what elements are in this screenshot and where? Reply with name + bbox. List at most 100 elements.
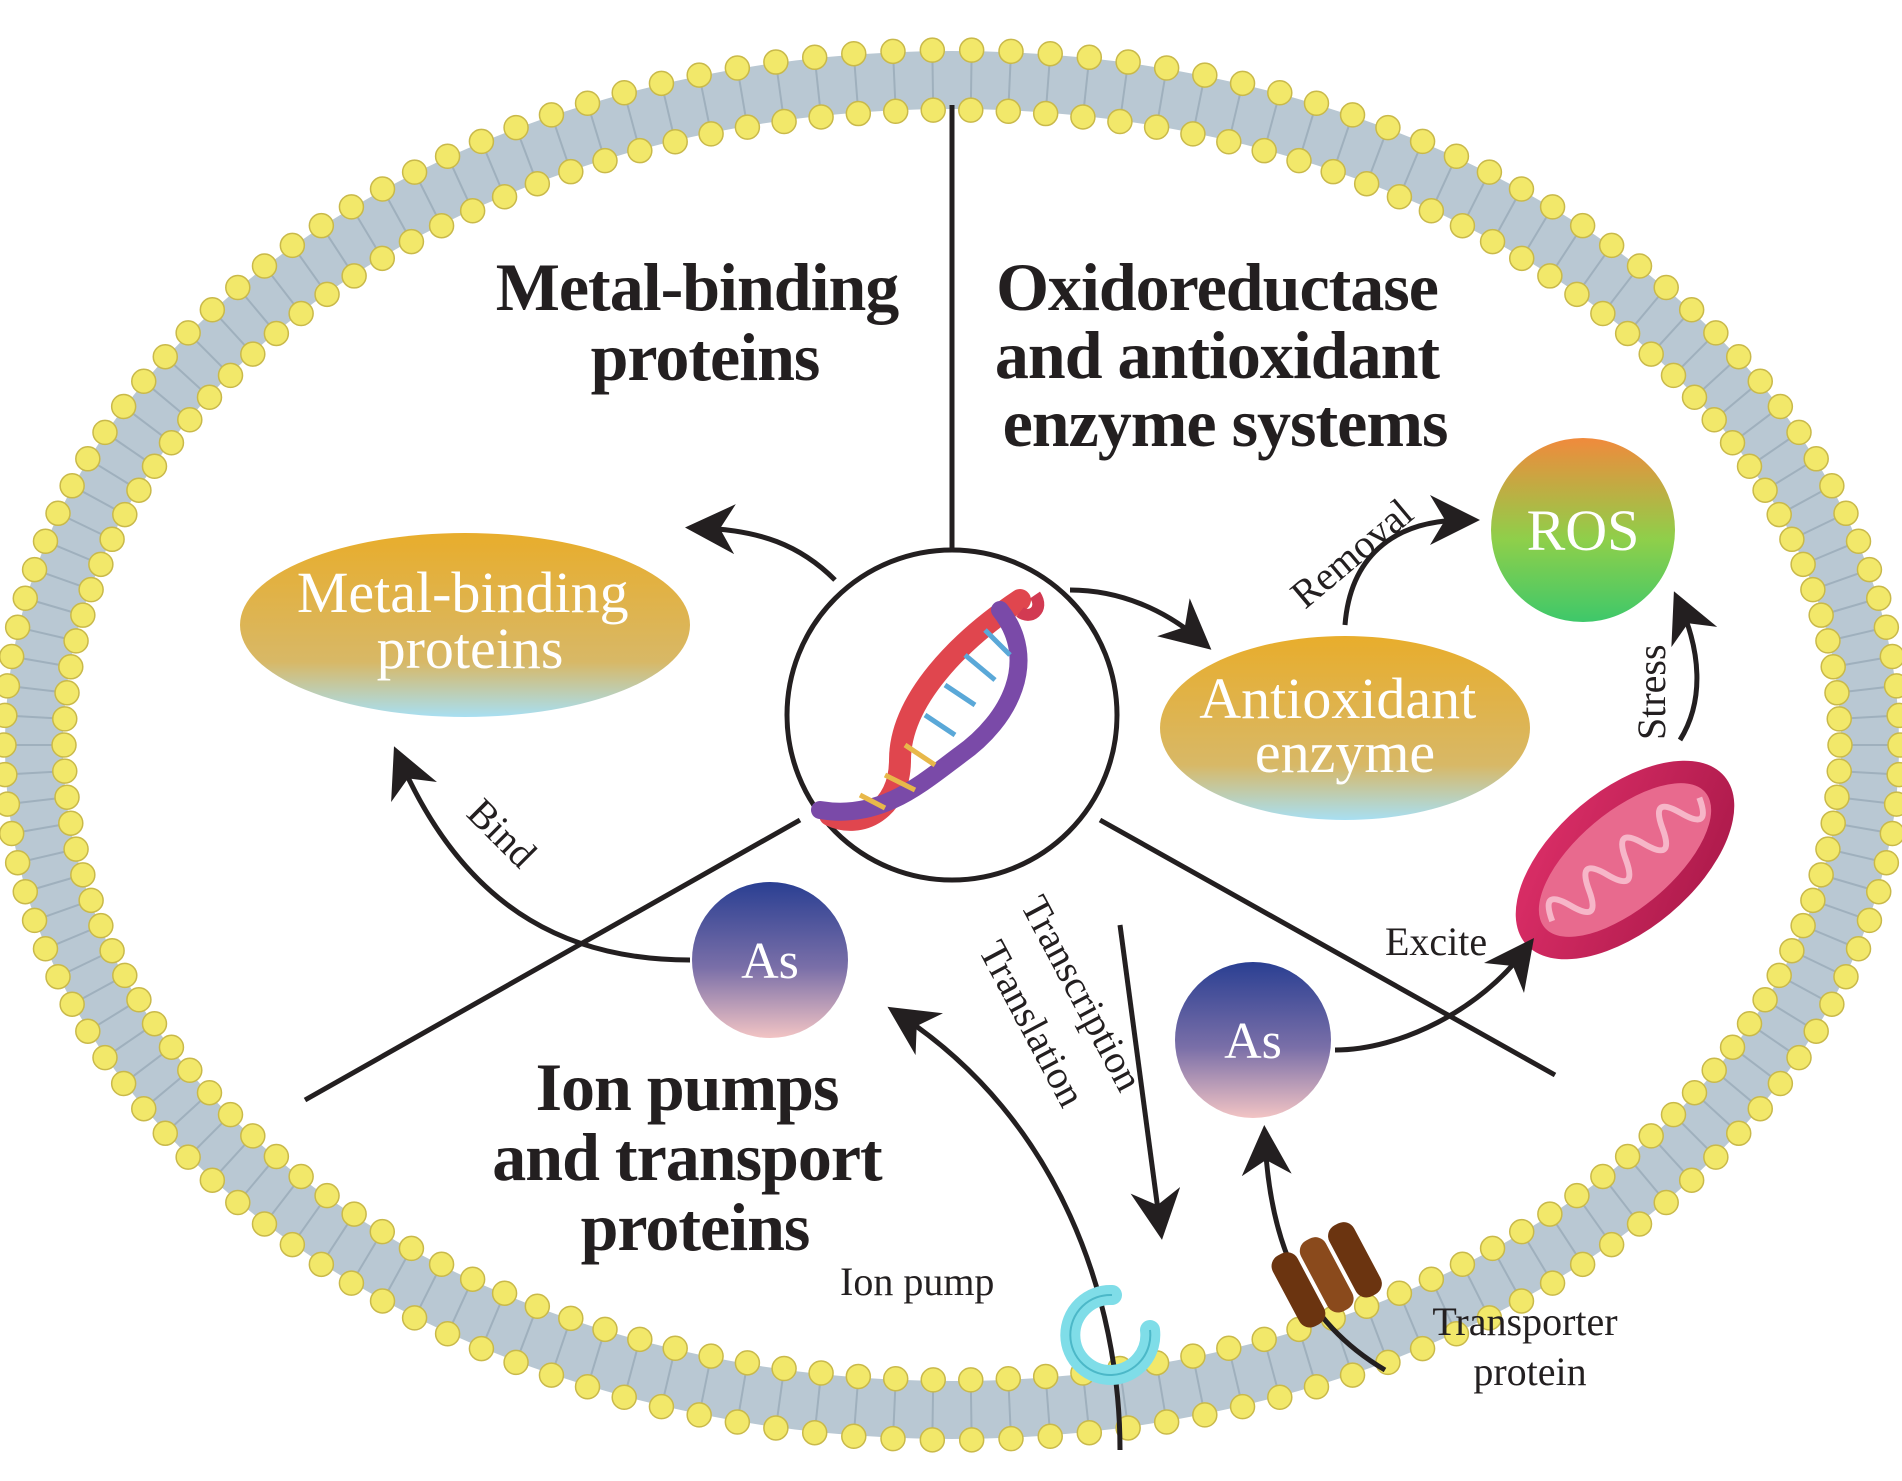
transporter-protein-icon <box>1271 1222 1382 1328</box>
phospholipid-head <box>217 1101 244 1128</box>
svg-text:ROS: ROS <box>1527 498 1640 563</box>
phospholipid-head <box>1815 628 1841 654</box>
phospholipid-head <box>662 128 688 155</box>
label-excite: Excite <box>1385 919 1487 964</box>
phospholipid-head <box>58 810 84 836</box>
phospholipid-head <box>998 38 1024 65</box>
phospholipid-head <box>459 198 486 224</box>
phospholipid-head <box>1037 40 1063 67</box>
phospholipid-head <box>288 1163 314 1190</box>
phospholipid-head <box>1508 1288 1535 1314</box>
phospholipid-head <box>1736 453 1763 480</box>
phospholipid-head <box>338 1270 365 1296</box>
phospholipid-head <box>724 55 751 81</box>
phospholipid-head <box>1824 680 1850 706</box>
phospholipid-head <box>1808 602 1834 628</box>
phospholipid-head <box>4 614 31 641</box>
phospholipid-head <box>995 98 1022 125</box>
phospholipid-head <box>845 100 872 127</box>
phospholipid-head <box>401 159 428 185</box>
phospholipid-head <box>1115 49 1141 75</box>
phospholipid-head <box>1626 253 1653 279</box>
phospholipid-head <box>308 212 335 239</box>
phospholipid-head <box>175 320 201 346</box>
phospholipid-head <box>88 551 114 578</box>
phospholipid-head <box>1267 79 1293 106</box>
phospholipid-head <box>251 253 278 279</box>
phospholipid-head <box>1845 528 1872 555</box>
phospholipid-head <box>1873 614 1900 641</box>
phospholipid-head <box>51 732 77 758</box>
phospholipid-head <box>1192 1402 1218 1428</box>
phospholipid-head <box>1479 228 1506 255</box>
phospholipid-head <box>288 300 314 327</box>
phospholipid-head <box>141 1010 168 1037</box>
phospholipid-head <box>1153 55 1180 81</box>
phospholipid-head <box>1476 1305 1503 1331</box>
phospholipid-head <box>734 1350 761 1376</box>
phospholipid-head <box>369 1288 396 1314</box>
phospholipid-head <box>1886 761 1902 788</box>
phospholipid-head <box>158 1034 185 1060</box>
phospholipid-head <box>1449 212 1476 239</box>
phospholipid-head <box>1845 935 1872 962</box>
phospholipid-head <box>341 263 367 289</box>
phospholipid-head <box>995 1365 1022 1392</box>
phospholipid-head <box>1590 1163 1616 1190</box>
phospholipid-head <box>1303 1373 1330 1400</box>
phospholipid-head <box>1808 862 1834 888</box>
phospholipid-head <box>958 37 985 63</box>
phospholipid-head <box>801 1419 828 1446</box>
phospholipid-head <box>240 1123 266 1149</box>
svg-text:Antioxidant enzyme: Antioxidant enzyme <box>1199 666 1491 785</box>
phospholipid-head <box>0 643 25 670</box>
phospholipid-head <box>538 102 565 128</box>
phospholipid-head <box>1537 263 1563 289</box>
phospholipid-head <box>1508 1218 1535 1245</box>
phospholipid-head <box>468 128 495 155</box>
phospholipid-head <box>1752 477 1778 503</box>
arrow-transcription <box>1117 924 1181 1240</box>
svg-text:Metal-binding proteins: Metal-binding proteins <box>297 560 643 681</box>
metal-binding-proteins-node: Metal-binding proteins <box>240 533 690 717</box>
phospholipid-head <box>1386 184 1413 210</box>
phospholipid-head <box>1865 878 1892 905</box>
phospholipid-head <box>1681 1079 1708 1106</box>
flow-arrows <box>391 495 1718 1451</box>
phospholipid-head <box>112 962 138 989</box>
arrow-to-antioxidant <box>1069 587 1212 650</box>
phospholipid-head <box>0 761 18 788</box>
phospholipid-head <box>1386 1280 1413 1306</box>
phospholipid-head <box>314 281 340 308</box>
phospholipid-head <box>52 758 78 784</box>
phospholipid-head <box>1856 556 1883 583</box>
phospholipid-head <box>225 1189 251 1216</box>
phospholipid-head <box>75 446 101 472</box>
phospholipid-head <box>0 702 18 729</box>
phospholipid-head <box>592 1316 618 1343</box>
phospholipid-head <box>1537 1201 1563 1227</box>
phospholipid-head <box>126 987 152 1013</box>
phospholipid-head <box>459 1266 486 1292</box>
phospholipid-head <box>558 158 584 185</box>
phospholipid-head <box>1076 1419 1103 1446</box>
phospholipid-head <box>1824 784 1850 810</box>
phospholipid-head <box>32 935 59 962</box>
phospholipid-head <box>32 528 59 555</box>
phospholipid-head <box>434 143 461 170</box>
phospholipid-head <box>341 1201 367 1227</box>
phospholipid-head <box>920 1367 946 1393</box>
section-title-metal-binding: Metal-binding proteins <box>496 249 915 395</box>
phospholipid-head <box>1037 1423 1063 1450</box>
label-stress: Stress <box>1629 644 1674 740</box>
phospholipid-head <box>177 407 203 433</box>
phospholipid-head <box>1703 1144 1729 1170</box>
phospholipid-head <box>158 430 185 456</box>
phospholipid-head <box>1508 245 1535 272</box>
phospholipid-head <box>1508 176 1535 202</box>
phospholipid-head <box>1725 1120 1752 1147</box>
phospholipid-head <box>1320 158 1346 185</box>
phospholipid-head <box>841 40 867 67</box>
phospholipid-head <box>611 1384 637 1411</box>
phospholipid-head <box>574 90 601 117</box>
